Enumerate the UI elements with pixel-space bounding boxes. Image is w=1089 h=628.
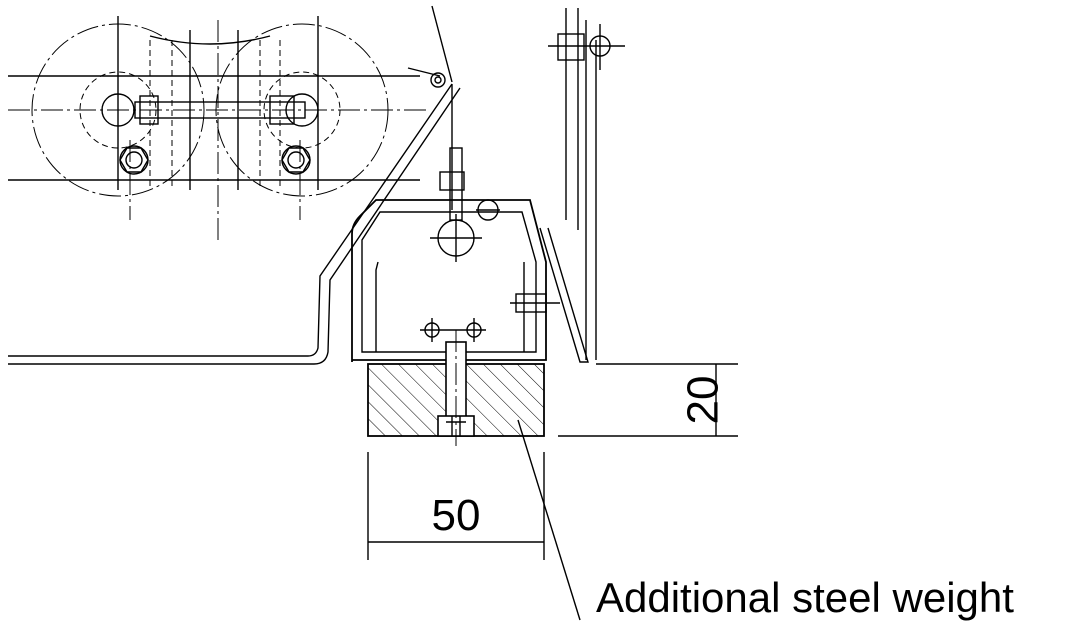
channel-housing [351, 147, 560, 362]
callout-label: Additional steel weight [596, 574, 1014, 621]
steel-weight-block [367, 330, 545, 446]
hinged-plate [539, 8, 625, 363]
width-dimension: 50 [367, 452, 545, 560]
inclined-sheet [8, 5, 461, 365]
width-dimension-value: 50 [432, 491, 481, 540]
height-dimension: 20 [558, 363, 738, 437]
callout: Additional steel weight [517, 419, 1014, 621]
roller-assembly [8, 16, 430, 244]
height-dimension-value: 20 [679, 376, 728, 425]
